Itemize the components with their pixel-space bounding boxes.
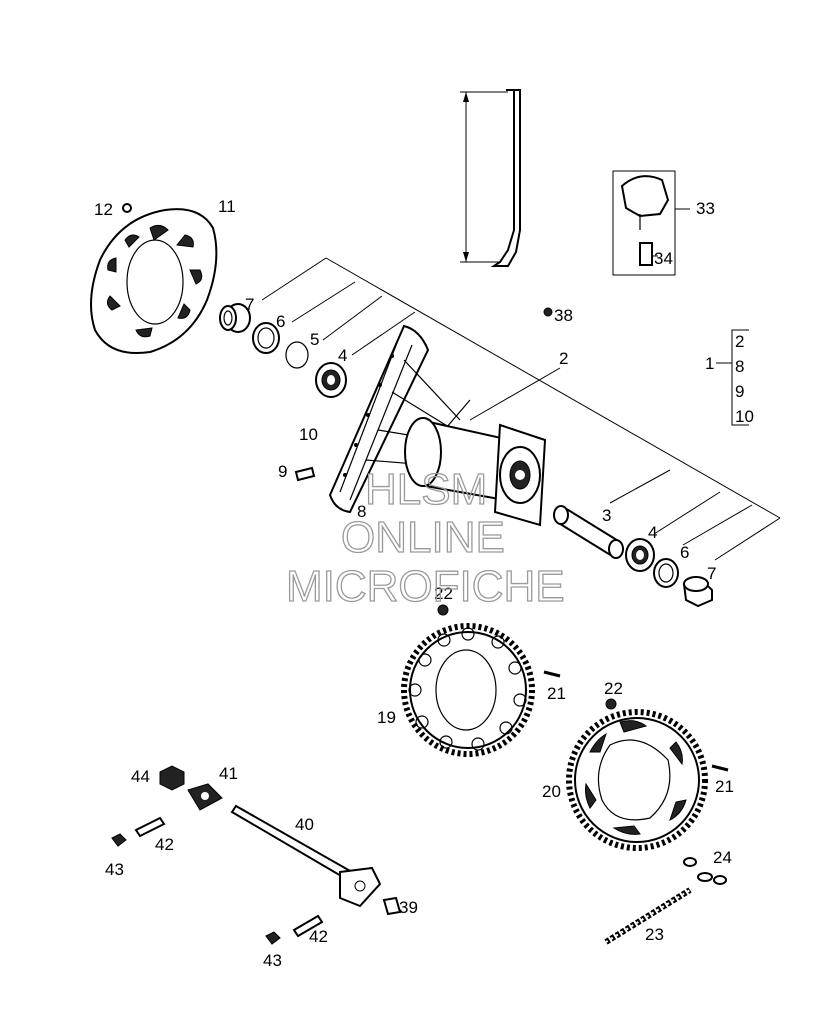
label-38: 38	[554, 306, 573, 325]
distance-tube	[553, 505, 624, 559]
label-39: 39	[399, 898, 418, 917]
label-6b: 6	[680, 543, 689, 562]
lock-nut	[111, 833, 127, 847]
label-8: 8	[357, 502, 366, 521]
adjust-screw-lower	[292, 914, 324, 938]
group-bracket	[716, 329, 749, 426]
seal-right	[653, 558, 679, 588]
label-1: 1	[705, 354, 714, 373]
screw-21	[543, 670, 561, 678]
circlip	[285, 341, 309, 369]
spoke-nipple	[294, 466, 316, 482]
label-6: 6	[276, 312, 285, 331]
label-23: 23	[645, 925, 664, 944]
master-link	[683, 857, 727, 885]
label-5: 5	[310, 330, 319, 349]
spacer	[219, 303, 251, 333]
axle-nut	[159, 765, 185, 791]
label-21b: 21	[715, 777, 734, 796]
chain-adjuster	[187, 783, 223, 811]
leader-lines	[261, 257, 781, 561]
watermark-line-2: ONLINE	[341, 513, 505, 562]
label-24: 24	[713, 848, 732, 867]
label-22b: 22	[604, 679, 623, 698]
adjust-screw	[134, 816, 166, 838]
label-7b: 7	[707, 564, 716, 583]
axle	[230, 804, 382, 908]
label-2: 2	[559, 349, 568, 368]
label-42: 42	[155, 835, 174, 854]
label-3: 3	[602, 506, 611, 525]
label-33: 33	[696, 199, 715, 218]
brake-disc	[90, 208, 218, 354]
label-44: 44	[131, 767, 150, 786]
label-12: 12	[94, 200, 113, 219]
label-1-8: 8	[735, 357, 744, 376]
bearing-right	[625, 538, 655, 572]
watermark-line-1: HLSM	[365, 465, 487, 514]
label-43b: 43	[263, 951, 282, 970]
sprocket-19	[401, 623, 535, 757]
part-labels: 12 11 7 6 5 4 2 10 9 8 3 4 6 7 33 34 38 …	[94, 197, 754, 970]
watermark-line-3: MICROFICHE	[286, 562, 565, 611]
label-11: 11	[218, 197, 236, 216]
axle-cap	[382, 896, 402, 916]
label-20: 20	[542, 782, 561, 801]
spoke-tool	[460, 89, 521, 267]
sprocket-20	[566, 709, 708, 851]
label-1-9: 9	[735, 382, 744, 401]
label-34: 34	[654, 249, 673, 268]
label-9: 9	[278, 462, 287, 481]
spacer-right	[682, 576, 713, 608]
label-1-10: 10	[735, 407, 754, 426]
seal	[252, 322, 280, 354]
screw	[122, 203, 132, 213]
nut-22	[605, 698, 617, 710]
label-21: 21	[547, 684, 566, 703]
label-43: 43	[105, 860, 124, 879]
nut	[437, 604, 449, 616]
label-40: 40	[295, 815, 314, 834]
label-10: 10	[299, 425, 318, 444]
valve-cap-box	[612, 170, 690, 276]
watermark: HLSM ONLINE MICROFICHE	[285, 464, 565, 611]
screw-21b	[711, 764, 729, 772]
bearing	[315, 362, 347, 398]
label-22: 22	[434, 584, 453, 603]
label-4b: 4	[648, 523, 657, 542]
label-19: 19	[377, 708, 396, 727]
label-41: 41	[219, 764, 238, 783]
label-7: 7	[245, 295, 254, 314]
label-4: 4	[338, 346, 347, 365]
chain	[604, 887, 692, 945]
wheel-assembly	[328, 324, 547, 527]
label-42b: 42	[309, 927, 328, 946]
lock-nut-lower	[265, 931, 281, 945]
label-1-2: 2	[735, 332, 744, 351]
valve-nut	[543, 307, 553, 317]
